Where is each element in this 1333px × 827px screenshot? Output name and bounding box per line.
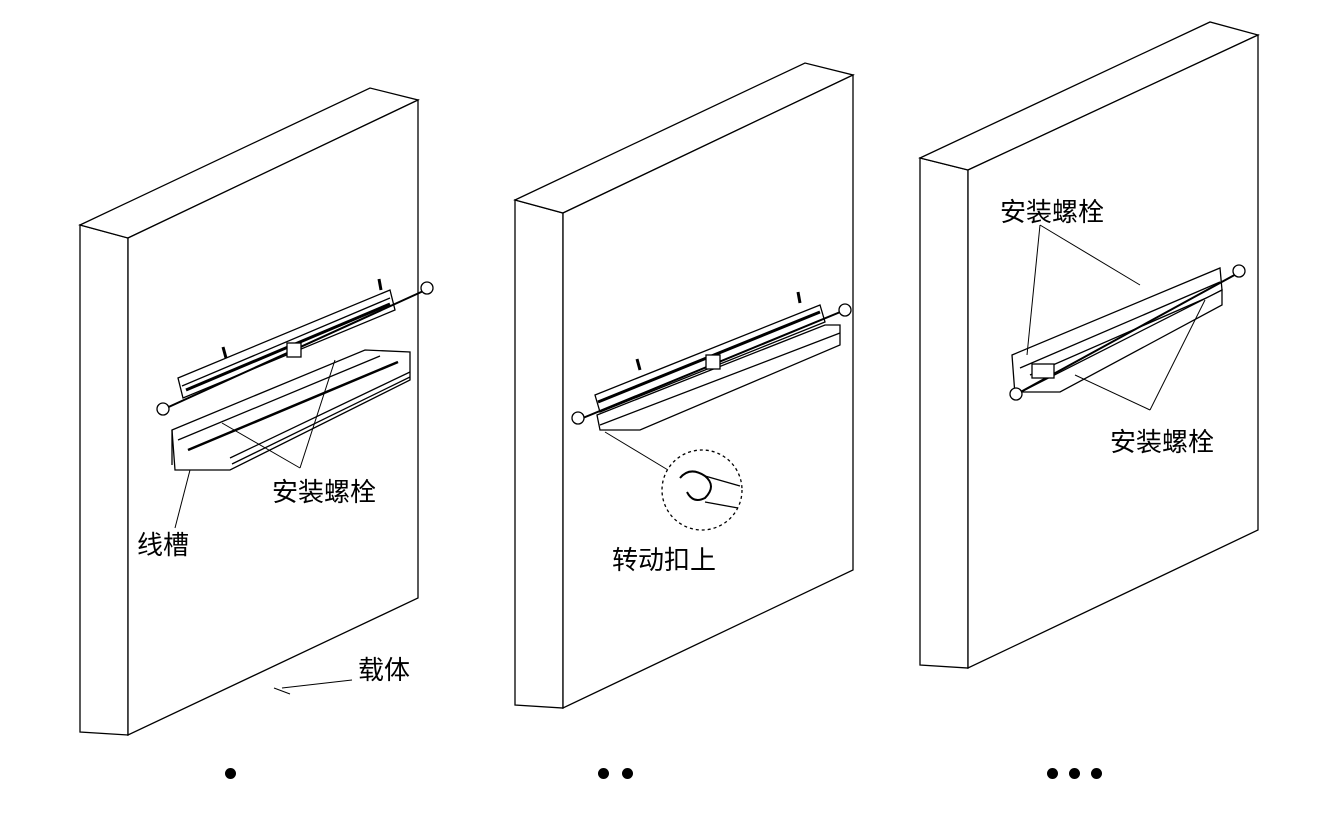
rotate-label: 转动扣上 [612, 546, 717, 576]
step-dot [1069, 768, 1080, 779]
bolt-label-step3-bottom: 安装螺栓 [1110, 428, 1215, 458]
detail-magnifier [661, 449, 743, 531]
step-dot [598, 768, 609, 779]
step-dot [225, 768, 236, 779]
bolt-label-step1: 安装螺栓 [272, 478, 377, 508]
step-dot [1047, 768, 1058, 779]
step-dot [622, 768, 633, 779]
bolt-label-step3-top: 安装螺栓 [1000, 198, 1105, 228]
step-dot [1091, 768, 1102, 779]
cable-tray-1-trough [171, 349, 411, 529]
cable-tray-3-assembled [1009, 224, 1246, 411]
carrier-label: 载体 [358, 656, 411, 686]
trough-label: 线槽 [137, 531, 190, 561]
cable-tray-1-bracket [156, 278, 434, 416]
cable-tray-2-assembled [571, 291, 852, 471]
